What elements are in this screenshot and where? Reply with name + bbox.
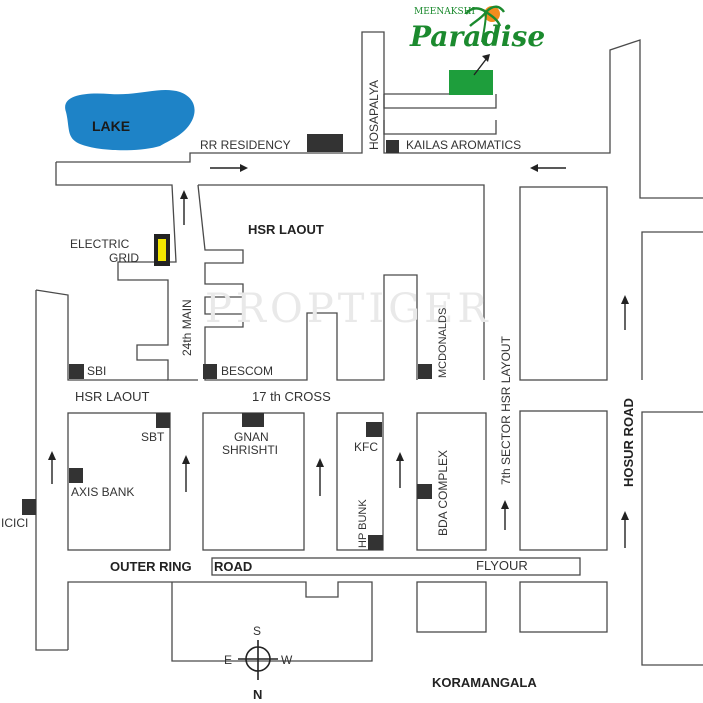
lake xyxy=(65,90,195,151)
flyour-label: FLYOUR xyxy=(476,558,528,573)
mcdonalds-label: MCDONALDS xyxy=(437,308,449,378)
palm-tree-icon xyxy=(465,5,505,43)
brand-name: Paradise xyxy=(409,20,545,53)
brand-small: MEENAKSHI xyxy=(414,7,475,17)
shrishti-label: SHRISHTI xyxy=(222,443,278,457)
project-pointer-icon xyxy=(473,57,488,76)
gnan-marker-icon xyxy=(242,413,264,427)
arrow-up-left-icon xyxy=(48,451,56,484)
kfc-marker-icon xyxy=(366,422,382,437)
south-block-right xyxy=(519,581,608,633)
kailas-aromatics-label: KAILAS AROMATICS xyxy=(406,138,521,152)
top-road-north-edge xyxy=(56,31,703,199)
left-road-east xyxy=(35,289,168,381)
rr-residency-label: RR RESIDENCY xyxy=(200,138,291,152)
lake-label: LAKE xyxy=(92,118,130,134)
arrow-up-hosur-lower-icon xyxy=(621,511,629,548)
bescom-marker-icon xyxy=(203,364,217,379)
compass-east: E xyxy=(224,653,232,667)
rr-residency-marker-icon xyxy=(307,134,343,152)
hosur-road-edge-lower xyxy=(641,411,703,666)
south-block-mid xyxy=(416,581,487,633)
bda-marker-icon xyxy=(417,484,432,499)
icici-marker-icon xyxy=(22,499,36,515)
17th-cross-label: 17 th CROSS xyxy=(252,389,331,404)
outer-ring-label: OUTER RING xyxy=(110,559,192,574)
block-axis-bank xyxy=(67,412,171,551)
hsr-block-outline xyxy=(197,184,418,381)
bescom-label: BESCOM xyxy=(221,364,273,378)
7th-sector-label: 7th SECTOR HSR LAYOUT xyxy=(499,335,513,485)
kailas-marker-icon xyxy=(386,140,399,153)
hosur-road-label: HOSUR ROAD xyxy=(621,398,636,487)
arrow-east-icon xyxy=(210,164,248,172)
south-block-left xyxy=(67,581,373,662)
axis-bank-label: AXIS BANK xyxy=(71,485,134,499)
sbi-marker-icon xyxy=(69,364,84,379)
block-hp-bunk xyxy=(336,412,384,551)
arrow-up-kfc-icon xyxy=(396,452,404,488)
arrow-west-icon xyxy=(530,164,566,172)
arrow-up-sector-icon xyxy=(501,500,509,530)
project-lane-a xyxy=(383,94,497,109)
compass-south: S xyxy=(253,624,261,638)
24th-main-label: 24th MAIN xyxy=(180,299,194,356)
hosur-road-edge-upper xyxy=(641,231,703,380)
project-site-icon xyxy=(449,70,493,95)
electric-label: ELECTRIC xyxy=(70,237,130,251)
left-road-west xyxy=(35,290,68,651)
hsr-laout-left-label: HSR LAOUT xyxy=(75,389,149,404)
block-bda xyxy=(416,412,487,551)
gnan-label: GNAN xyxy=(234,430,269,444)
hp-bunk-marker-icon xyxy=(368,535,383,550)
koramangala-label: KORAMANGALA xyxy=(432,675,537,690)
hsr-laout-top-label: HSR LAOUT xyxy=(248,222,324,237)
watermark: PROPTIGER xyxy=(205,286,492,332)
hp-bunk-label: HP BUNK xyxy=(357,499,369,548)
sector-block-upper xyxy=(519,186,608,381)
arrow-up-hp-icon xyxy=(316,458,324,496)
axis-bank-marker-icon xyxy=(69,468,83,483)
icici-label: ICICI xyxy=(1,516,28,530)
sbt-marker-icon xyxy=(156,413,170,428)
hosapalya-label: HOSAPALYA xyxy=(367,80,381,150)
compass-north: N xyxy=(253,687,262,702)
arrow-up-gnan-icon xyxy=(182,455,190,492)
sbi-label: SBI xyxy=(87,364,106,378)
project-lane-b xyxy=(383,120,497,135)
bda-complex-label: BDA COMPLEX xyxy=(436,450,450,536)
compass-rose-icon xyxy=(238,640,278,680)
road-label: ROAD xyxy=(214,559,252,574)
flyover xyxy=(211,557,581,576)
grid-label: GRID xyxy=(109,251,139,265)
kfc-label: KFC xyxy=(354,440,378,454)
arrow-up-24th-icon xyxy=(180,190,188,225)
arrow-up-hosur-upper-icon xyxy=(621,295,629,330)
top-road-south-edge xyxy=(198,184,485,380)
compass-west: W xyxy=(281,653,293,667)
sector-block-lower xyxy=(519,410,608,551)
mcdonalds-marker-icon xyxy=(418,364,432,379)
sbt-label: SBT xyxy=(141,430,165,444)
top-road-edge-north xyxy=(55,162,198,381)
